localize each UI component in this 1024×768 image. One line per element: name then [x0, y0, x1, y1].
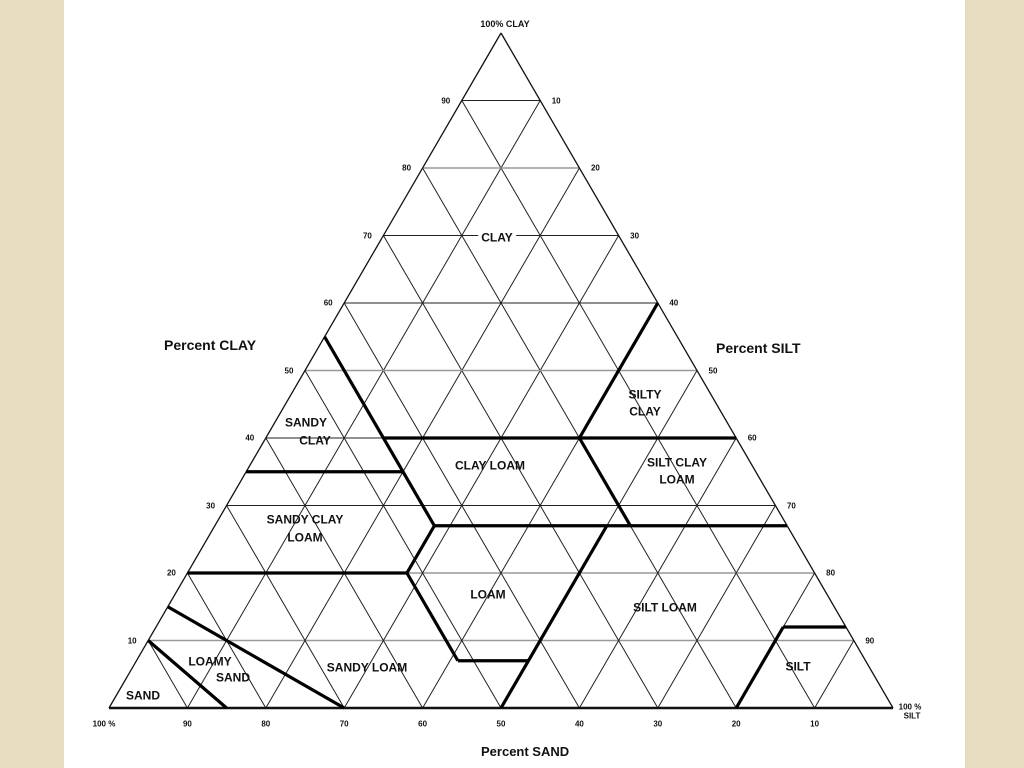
region-loam: LOAM [470, 587, 506, 602]
region-silty-clay-loam-2: LOAM [659, 472, 695, 487]
silt-tick-label: 10 [551, 96, 561, 105]
silt-corner-label-1: 100 % [898, 702, 922, 712]
sand-tick-label: 40 [574, 719, 584, 729]
region-sandy-clay-2: CLAY [299, 433, 331, 448]
silt-tick-label: 50 [708, 366, 718, 375]
sand-gridline [304, 370, 502, 709]
clay-tick-label: 30 [206, 501, 216, 510]
silt-gridline [657, 505, 776, 709]
triangle-left-edge [108, 32, 502, 709]
silt-tick-label: 60 [747, 433, 757, 443]
clay-tick-label: 10 [127, 636, 137, 645]
silt-gridline [343, 235, 620, 709]
region-silty-clay-1: SILTY [628, 387, 662, 402]
silt-corner-label-2: SILT [903, 711, 921, 721]
region-silty-clay-loam-1: SILT CLAY [646, 455, 708, 470]
clay-tick-label: 90 [441, 96, 451, 105]
silt-tick-label: 40 [669, 298, 679, 308]
apex-label: 100% CLAY [480, 19, 530, 29]
sand-tick-label: 70 [339, 719, 349, 729]
region-silty-clay-2: CLAY [629, 404, 661, 419]
sand-gridline [461, 100, 816, 709]
clay-tick-label: 50 [284, 366, 294, 375]
sand-corner-label: 100 % [92, 719, 116, 729]
region-silt: SILT [785, 659, 811, 674]
clay-tick-label: 60 [323, 298, 333, 308]
silt-tick-label: 30 [630, 231, 640, 240]
texture-boundary [323, 335, 436, 527]
silt-tick-label: 90 [865, 636, 875, 645]
region-sandy-loam: SANDY LOAM [326, 660, 408, 675]
silt-tick-label: 80 [826, 568, 836, 578]
region-sandy-clay-loam-1: SANDY CLAY [266, 512, 344, 527]
texture-boundary [499, 524, 609, 709]
clay-axis-title: Percent CLAY [164, 337, 257, 353]
clay-tick-label: 40 [245, 433, 255, 443]
texture-boundary [167, 605, 345, 710]
silt-tick-label: 70 [786, 501, 796, 510]
clay-tick-label: 80 [402, 163, 412, 173]
texture-boundary [405, 524, 436, 574]
texture-boundary [405, 572, 460, 662]
sand-tick-label: 80 [261, 719, 271, 729]
region-sandy-clay-loam-2: LOAM [287, 530, 323, 545]
sand-tick-label: 30 [653, 719, 663, 729]
silt-axis-title: Percent SILT [716, 340, 801, 356]
region-clay: CLAY [478, 230, 516, 246]
triangle-right-edge [500, 32, 894, 709]
region-loamy-sand-2: SAND [215, 670, 251, 685]
texture-boundary [734, 626, 785, 709]
region-loamy-sand-1: LOAMY [188, 654, 232, 669]
sand-gridline [382, 235, 659, 709]
silt-gridline [814, 640, 855, 709]
texture-boundary [147, 639, 228, 710]
sand-gridline [226, 505, 345, 709]
sand-tick-label: 20 [731, 719, 741, 729]
silt-gridline [578, 437, 737, 709]
region-sand: SAND [125, 688, 161, 703]
texture-boundary [578, 302, 660, 439]
sand-axis-title: Percent SAND [481, 744, 570, 759]
sand-tick-label: 50 [496, 719, 506, 729]
region-sandy-clay-1: SANDY [284, 415, 328, 430]
sand-tick-label: 10 [810, 719, 820, 729]
texture-boundary [578, 437, 632, 527]
silt-tick-label: 20 [590, 163, 600, 173]
region-silt-loam: SILT LOAM [633, 600, 697, 615]
clay-tick-label: 70 [362, 231, 372, 240]
clay-tick-label: 20 [166, 568, 176, 578]
region-clay-loam: CLAY LOAM [454, 458, 526, 473]
sand-gridline [147, 640, 188, 709]
sand-tick-label: 90 [182, 719, 192, 729]
sand-tick-label: 60 [418, 719, 428, 729]
